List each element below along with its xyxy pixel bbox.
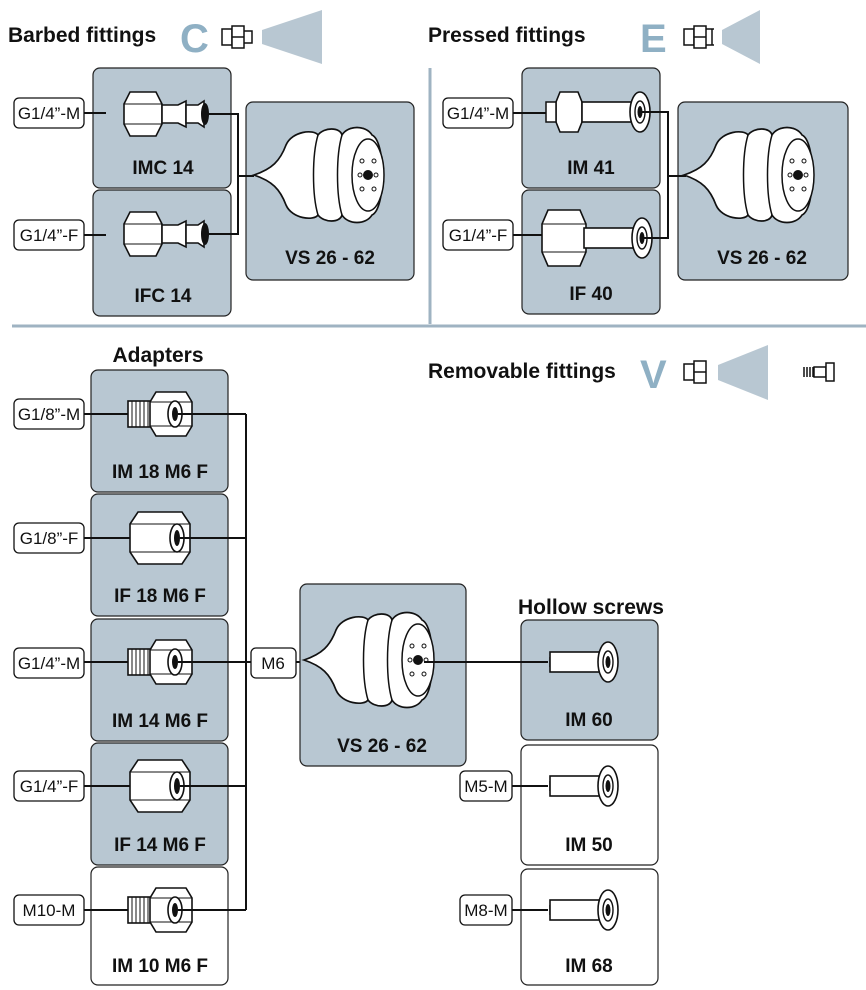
part-label-if14: IF 14 M6 F <box>114 835 206 856</box>
thread-label-g18f: G1/8”-F <box>20 529 79 548</box>
panel-im50[interactable] <box>520 744 659 866</box>
connectors-hollow <box>424 661 548 911</box>
thread-label-m10m: M10-M <box>23 901 76 920</box>
thread-label-m6: M6 <box>261 654 285 673</box>
part-label-im68: IM 68 <box>565 956 613 977</box>
fitting-if40-icon <box>541 209 653 267</box>
part-label-im18: IM 18 M6 F <box>112 462 208 483</box>
section-title-hollow: Hollow screws <box>518 596 664 619</box>
fitting-symbol-icon <box>221 25 253 49</box>
part-label-if18: IF 18 M6 F <box>114 586 206 607</box>
type-letter-v: V <box>640 353 667 397</box>
part-label-if40: IF 40 <box>569 284 612 305</box>
thread-label-g14m-2: G1/4”-M <box>447 104 509 123</box>
panel-im60[interactable] <box>520 619 659 741</box>
section-title-adapters: Adapters <box>112 344 203 367</box>
cup-symbol-icon <box>718 345 768 400</box>
fitting-symbol-icon <box>683 360 707 384</box>
type-letter-e: E <box>640 17 667 61</box>
part-label-im60: IM 60 <box>565 710 613 731</box>
section-title-pressed: Pressed fittings <box>428 24 586 47</box>
part-label-im41: IM 41 <box>567 158 615 179</box>
section-title-barbed: Barbed fittings <box>8 24 156 47</box>
fitting-im60-icon <box>549 641 619 683</box>
thread-label-g14f-1: G1/4”-F <box>20 226 79 245</box>
thread-label-g18m: G1/8”-M <box>18 405 80 424</box>
fitting-symbol-icon <box>683 25 714 49</box>
cup-symbol-icon <box>262 10 322 64</box>
connectors-pressed <box>513 111 686 239</box>
thread-label-g14f-3: G1/4”-F <box>20 777 79 796</box>
part-label-imc14: IMC 14 <box>132 158 194 179</box>
thread-box-m6[interactable] <box>250 647 297 679</box>
part-label-im14: IM 14 M6 F <box>112 711 208 732</box>
thread-label-g14f-2: G1/4”-F <box>449 226 508 245</box>
thread-label-m5m: M5-M <box>464 777 507 796</box>
cup-symbol-icon <box>722 10 760 64</box>
screw-symbol-icon <box>803 362 835 382</box>
type-letter-c: C <box>180 17 209 61</box>
panel-im41[interactable] <box>521 67 661 189</box>
part-label-im50: IM 50 <box>565 835 613 856</box>
thread-label-g14m-1: G1/4”-M <box>18 104 80 123</box>
part-label-im10: IM 10 M6 F <box>112 956 208 977</box>
fitting-im50-icon <box>549 765 619 807</box>
thread-label-m8m: M8-M <box>464 901 507 920</box>
thread-label-g14m-3: G1/4”-M <box>18 654 80 673</box>
section-title-removable: Removable fittings <box>428 360 616 383</box>
part-label-ifc14: IFC 14 <box>134 286 191 307</box>
panel-im68[interactable] <box>520 868 659 986</box>
fitting-im68-icon <box>549 889 619 931</box>
part-label-cup-removable: VS 26 - 62 <box>337 736 427 757</box>
part-label-cup-barbed: VS 26 - 62 <box>285 248 375 269</box>
connectors-adapters <box>84 413 340 911</box>
part-label-cup-pressed: VS 26 - 62 <box>717 248 807 269</box>
connectors-barbed <box>84 112 254 236</box>
